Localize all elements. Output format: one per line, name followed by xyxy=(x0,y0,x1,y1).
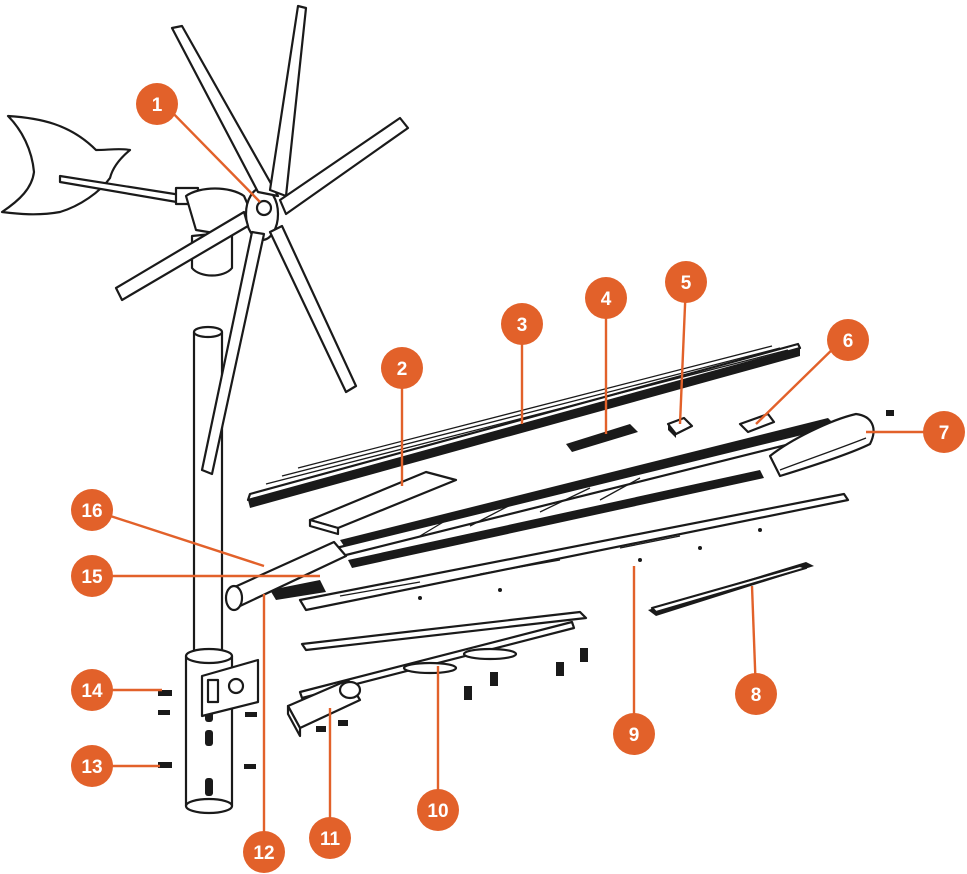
svg-text:7: 7 xyxy=(939,423,950,444)
battery-pack xyxy=(308,470,458,536)
callout-3: 3 xyxy=(501,303,543,345)
callout-12: 12 xyxy=(243,831,285,873)
wind-turbine xyxy=(0,4,410,476)
svg-text:11: 11 xyxy=(320,829,341,850)
svg-text:12: 12 xyxy=(253,843,274,864)
svg-text:15: 15 xyxy=(81,567,103,588)
end-pipe xyxy=(224,540,348,612)
callout-15: 15 xyxy=(71,555,113,597)
callout-2: 2 xyxy=(381,347,423,389)
lamp-frame xyxy=(334,412,875,568)
cover-plate xyxy=(298,610,588,700)
callout-1: 1 xyxy=(136,83,178,125)
svg-text:4: 4 xyxy=(601,289,612,310)
screw xyxy=(886,410,894,416)
pole xyxy=(192,325,224,664)
svg-text:6: 6 xyxy=(843,331,854,352)
led-board xyxy=(648,562,814,616)
callout-14: 14 xyxy=(71,669,113,711)
callout-10: 10 xyxy=(417,789,459,831)
svg-text:9: 9 xyxy=(629,725,640,746)
callout-7: 7 xyxy=(923,411,965,453)
svg-text:8: 8 xyxy=(751,685,762,706)
callout-16: 16 xyxy=(71,489,113,531)
svg-text:3: 3 xyxy=(517,315,528,336)
callout-13: 13 xyxy=(71,745,113,787)
callout-5: 5 xyxy=(665,261,707,303)
svg-text:10: 10 xyxy=(427,801,448,822)
callout-8: 8 xyxy=(735,673,777,715)
svg-text:2: 2 xyxy=(397,359,408,380)
svg-text:16: 16 xyxy=(81,501,102,522)
callout-9: 9 xyxy=(613,713,655,755)
svg-text:14: 14 xyxy=(81,681,103,702)
callout-4: 4 xyxy=(585,277,627,319)
sleeve-bolts xyxy=(158,690,257,769)
solar-panel xyxy=(246,342,802,508)
arm-bracket xyxy=(286,678,362,738)
base-plate xyxy=(270,492,850,612)
connector-block xyxy=(666,416,694,438)
callout-6: 6 xyxy=(827,319,869,361)
svg-text:1: 1 xyxy=(152,95,163,116)
svg-text:13: 13 xyxy=(81,757,102,778)
controller-board xyxy=(566,424,638,452)
callout-11: 11 xyxy=(309,817,351,859)
svg-text:5: 5 xyxy=(681,273,692,294)
mounting-bracket xyxy=(200,658,260,718)
loose-bolts xyxy=(464,648,588,700)
